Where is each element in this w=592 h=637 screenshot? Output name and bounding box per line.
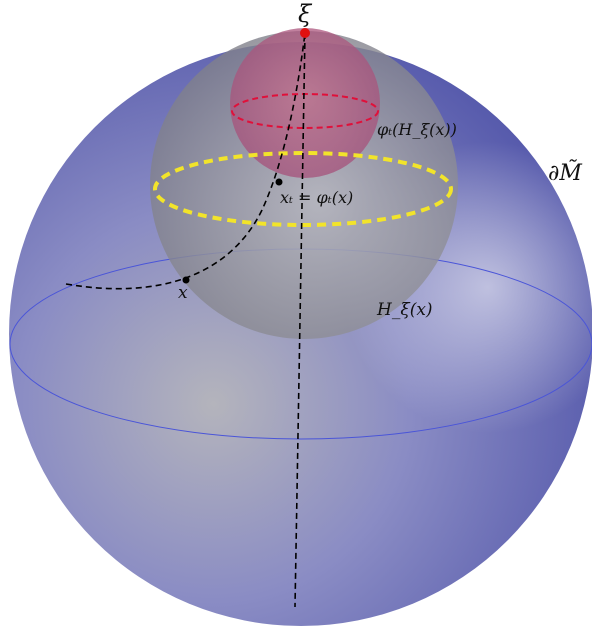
vertical-geodesic xyxy=(294,32,306,608)
flowed-horosphere-level-circle xyxy=(231,93,379,129)
ideal-point-xi xyxy=(300,28,310,38)
geodesic-through-x xyxy=(65,32,306,290)
label-horosphere: H_ξ(x) xyxy=(376,300,433,320)
horoball xyxy=(150,31,458,339)
label-xt: xₜ = φₜ(x) xyxy=(280,188,353,207)
flowed-horoball xyxy=(230,28,380,178)
point-xt xyxy=(275,178,283,186)
point-x xyxy=(182,276,190,284)
label-boundary: ∂M̃ xyxy=(548,160,582,186)
label-x: x xyxy=(178,283,188,303)
label-flowed-horosphere: φₜ(H_ξ(x)) xyxy=(377,120,457,139)
label-xi: ξ xyxy=(298,0,313,28)
horosphere-level-circle xyxy=(153,151,453,227)
